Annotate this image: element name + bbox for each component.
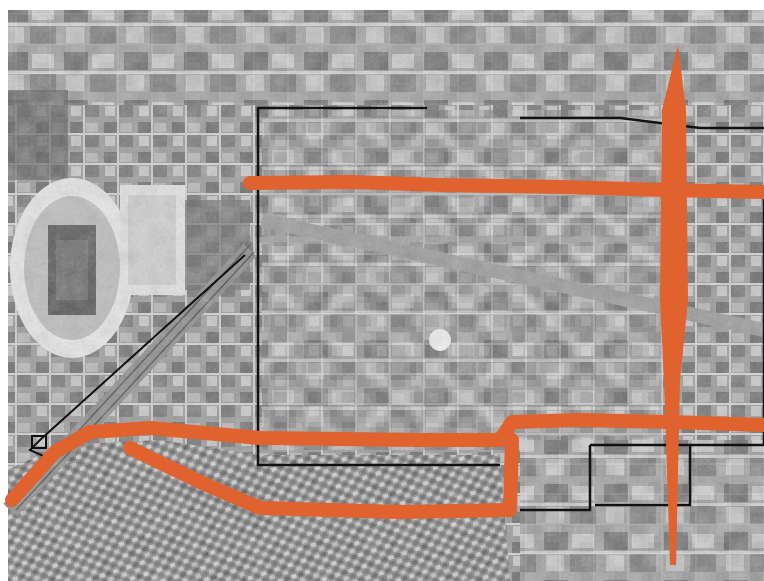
route-east-corridor bbox=[660, 45, 688, 565]
route-corridors bbox=[5, 45, 764, 565]
route-south-loop bbox=[123, 433, 519, 519]
district-outline bbox=[28, 254, 246, 459]
route-south-corridor bbox=[5, 413, 764, 507]
